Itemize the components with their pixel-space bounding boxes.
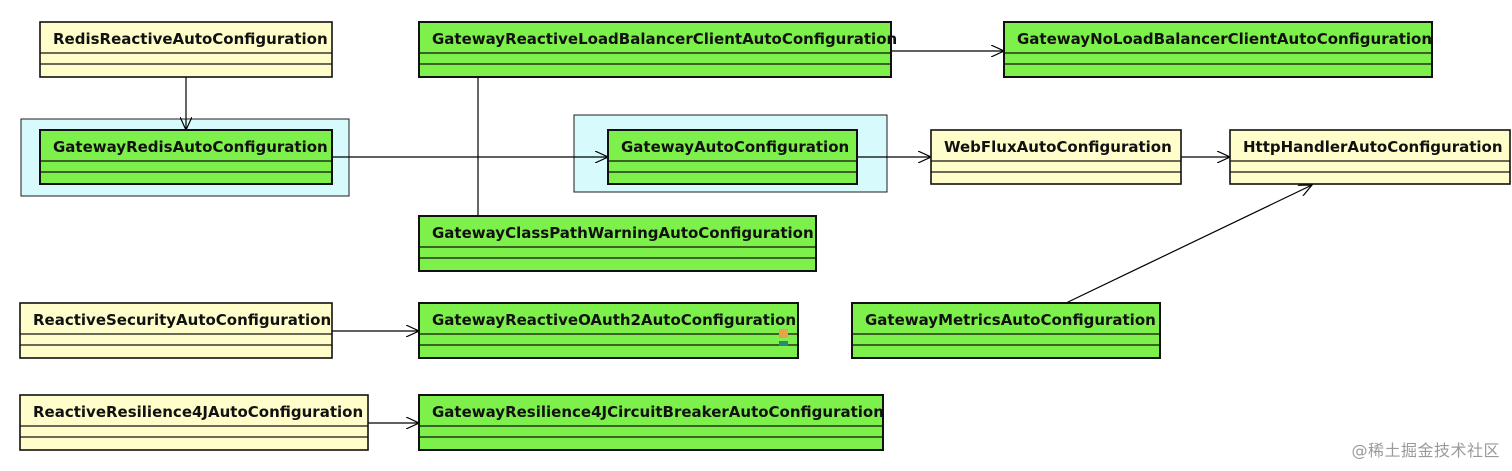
node-box — [418, 394, 884, 451]
node-label: ReactiveResilience4JAutoConfiguration — [33, 403, 363, 421]
node-box — [418, 215, 817, 272]
node-box — [418, 302, 799, 359]
node-classPathWarning[interactable]: GatewayClassPathWarningAutoConfiguration — [418, 215, 817, 272]
node-box — [39, 129, 333, 185]
node-label: GatewayResilience4JCircuitBreakerAutoCon… — [432, 403, 884, 421]
node-webflux[interactable]: WebFluxAutoConfiguration — [930, 129, 1182, 185]
node-redis[interactable]: GatewayRedisAutoConfiguration — [39, 129, 333, 185]
node-label: GatewayRedisAutoConfiguration — [53, 138, 328, 156]
node-label: RedisReactiveAutoConfiguration — [53, 30, 328, 48]
node-box — [19, 394, 369, 451]
edge-metrics-to-httpHandler — [1065, 185, 1312, 304]
node-label: GatewayMetricsAutoConfiguration — [865, 311, 1156, 329]
node-label: GatewayReactiveOAuth2AutoConfiguration — [432, 311, 796, 329]
node-label: GatewayReactiveLoadBalancerClientAutoCon… — [432, 30, 897, 48]
node-reactiveLb[interactable]: GatewayReactiveLoadBalancerClientAutoCon… — [418, 21, 897, 78]
node-httpHandler[interactable]: HttpHandlerAutoConfiguration — [1229, 129, 1511, 185]
status-marker-orange — [779, 329, 788, 338]
node-label: GatewayClassPathWarningAutoConfiguration — [432, 224, 814, 242]
node-noLb[interactable]: GatewayNoLoadBalancerClientAutoConfigura… — [1003, 21, 1433, 78]
node-label: ReactiveSecurityAutoConfiguration — [33, 311, 331, 329]
node-box — [418, 21, 892, 78]
node-box — [930, 129, 1182, 185]
node-label: HttpHandlerAutoConfiguration — [1243, 138, 1503, 156]
node-reactiveSecurity[interactable]: ReactiveSecurityAutoConfiguration — [19, 302, 333, 359]
node-box — [1229, 129, 1511, 185]
node-oauth2[interactable]: GatewayReactiveOAuth2AutoConfiguration — [418, 302, 799, 359]
status-marker-teal — [779, 341, 788, 346]
node-box — [19, 302, 333, 359]
node-box — [851, 302, 1161, 359]
node-metrics[interactable]: GatewayMetricsAutoConfiguration — [851, 302, 1161, 359]
node-label: WebFluxAutoConfiguration — [944, 138, 1172, 156]
node-gateway[interactable]: GatewayAutoConfiguration — [607, 129, 858, 185]
node-circuitBreaker[interactable]: GatewayResilience4JCircuitBreakerAutoCon… — [418, 394, 884, 451]
edge-layer — [186, 51, 1312, 423]
node-label: GatewayAutoConfiguration — [621, 138, 849, 156]
node-redisReactive[interactable]: RedisReactiveAutoConfiguration — [39, 21, 333, 78]
node-layer: RedisReactiveAutoConfigurationGatewayRed… — [19, 21, 1511, 451]
node-box — [607, 129, 858, 185]
node-box — [1003, 21, 1433, 78]
node-box — [39, 21, 333, 78]
node-resilience4j[interactable]: ReactiveResilience4JAutoConfiguration — [19, 394, 369, 451]
node-label: GatewayNoLoadBalancerClientAutoConfigura… — [1017, 30, 1432, 48]
watermark-text: @稀土掘金技术社区 — [1351, 441, 1500, 460]
